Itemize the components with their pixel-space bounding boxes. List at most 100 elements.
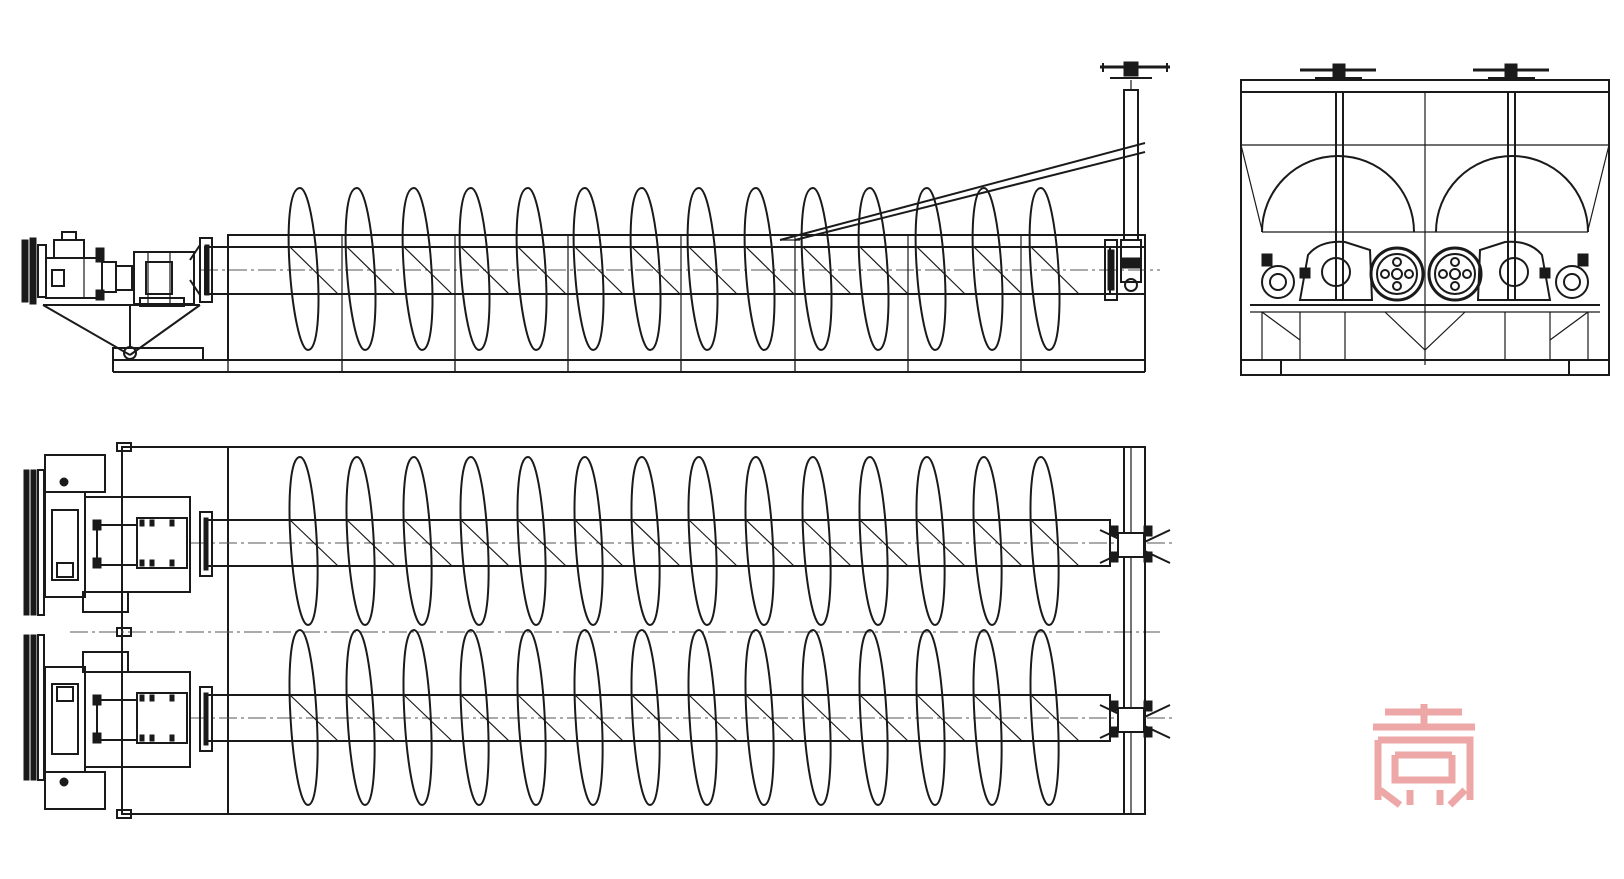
flight-pitch-line <box>802 694 852 742</box>
pulley-icon <box>21 237 47 305</box>
flight-pitch-line <box>916 519 966 567</box>
handwheel-icon <box>1099 700 1171 739</box>
flight-pitch-line <box>1030 694 1080 742</box>
trough-body <box>227 234 1146 361</box>
flight-pitch-line <box>973 246 1023 295</box>
flight-pitch-line <box>916 246 966 295</box>
flight-pitch-line <box>688 694 738 742</box>
gearbox-icon <box>1261 240 1374 301</box>
flight-pitch-line <box>460 246 510 295</box>
drive-unit-upper <box>44 454 191 613</box>
flight-pitch-line <box>631 246 681 295</box>
spiral-flight <box>573 456 604 627</box>
flight-profile-right <box>1435 155 1589 233</box>
spiral-flight <box>288 456 319 627</box>
spiral-flight <box>402 629 433 807</box>
flight-pitch-line <box>403 694 453 742</box>
flight-pitch-line <box>973 519 1023 567</box>
flight-pitch-line <box>346 694 396 742</box>
sprocket-icon <box>1369 246 1425 302</box>
spiral-flight <box>743 187 776 352</box>
spiral-flight <box>459 629 490 807</box>
flight-pitch-line <box>289 246 339 295</box>
spiral-flight <box>288 629 319 807</box>
flight-pitch-line <box>1030 246 1080 295</box>
flight-pitch-line <box>574 519 624 567</box>
spiral-flight <box>630 629 661 807</box>
spiral-flight <box>458 187 491 352</box>
spiral-flight <box>971 187 1004 352</box>
end-flange <box>199 237 213 303</box>
spiral-flight <box>1029 629 1060 807</box>
spiral-flight <box>515 187 548 352</box>
flight-pitch-line <box>802 519 852 567</box>
handwheel-icon <box>1099 525 1171 564</box>
end-elevation-view <box>1240 63 1610 376</box>
spiral-flight <box>402 456 433 627</box>
spiral-flight <box>630 456 661 627</box>
flight-pitch-line <box>859 694 909 742</box>
spiral-flight <box>801 456 832 627</box>
flight-pitch-line <box>859 519 909 567</box>
drive-frame <box>42 304 204 361</box>
side-elevation-view <box>21 61 1170 373</box>
gearbox-icon <box>45 231 133 301</box>
spiral-flight <box>1029 456 1060 627</box>
spiral-flight <box>401 187 434 352</box>
spiral-flights-side <box>287 187 1080 352</box>
spiral-flight <box>516 629 547 807</box>
spiral-flight <box>915 629 946 807</box>
flight-pitch-line <box>517 246 567 295</box>
flight-pitch-line <box>289 519 339 567</box>
trough-outline <box>227 446 1146 815</box>
flight-pitch-line <box>688 246 738 295</box>
flight-pitch-line <box>631 694 681 742</box>
lifting-mechanism <box>1100 61 1170 292</box>
flight-pitch-line <box>517 519 567 567</box>
spiral-flight <box>857 187 890 352</box>
base-segment-joints <box>227 360 1022 372</box>
spiral-flight <box>801 629 832 807</box>
flight-pitch-line <box>460 694 510 742</box>
sprocket-icon <box>1427 246 1483 302</box>
flight-pitch-line <box>973 694 1023 742</box>
flight-pitch-line <box>745 519 795 567</box>
spiral-flight <box>344 187 377 352</box>
handwheel-icon <box>1473 63 1549 79</box>
spiral-flight <box>972 456 1003 627</box>
flight-pitch-line <box>517 694 567 742</box>
spiral-flight <box>915 456 946 627</box>
flight-pitch-line <box>574 694 624 742</box>
flight-pitch-line <box>403 519 453 567</box>
spiral-flight <box>744 629 775 807</box>
gearbox-icon <box>1476 240 1589 301</box>
flight-pitch-line <box>802 246 852 295</box>
spiral-flight <box>345 629 376 807</box>
spiral-flight <box>858 629 889 807</box>
spiral-flight <box>459 456 490 627</box>
spiral-flight <box>686 187 719 352</box>
plan-view <box>23 442 1175 819</box>
spiral-flight <box>516 456 547 627</box>
spiral-flight <box>972 629 1003 807</box>
flight-pitch-line <box>688 519 738 567</box>
spiral-flight <box>800 187 833 352</box>
spiral-flight <box>687 629 718 807</box>
flight-pitch-line <box>289 694 339 742</box>
pulley-icon <box>23 469 45 781</box>
spiral-flight <box>744 456 775 627</box>
spiral-flight <box>572 187 605 352</box>
flight-pitch-line <box>631 519 681 567</box>
flight-pitch-line <box>916 694 966 742</box>
spiral-flight <box>629 187 662 352</box>
drive-unit-lower <box>44 651 191 810</box>
spiral-flight <box>573 629 604 807</box>
spiral-flight <box>858 456 889 627</box>
flight-pitch-line <box>745 694 795 742</box>
motor-icon <box>133 251 195 307</box>
flight-pitch-line <box>346 519 396 567</box>
spiral-flight <box>345 456 376 627</box>
spiral-flights-plan <box>288 456 1080 807</box>
flight-pitch-line <box>1030 519 1080 567</box>
